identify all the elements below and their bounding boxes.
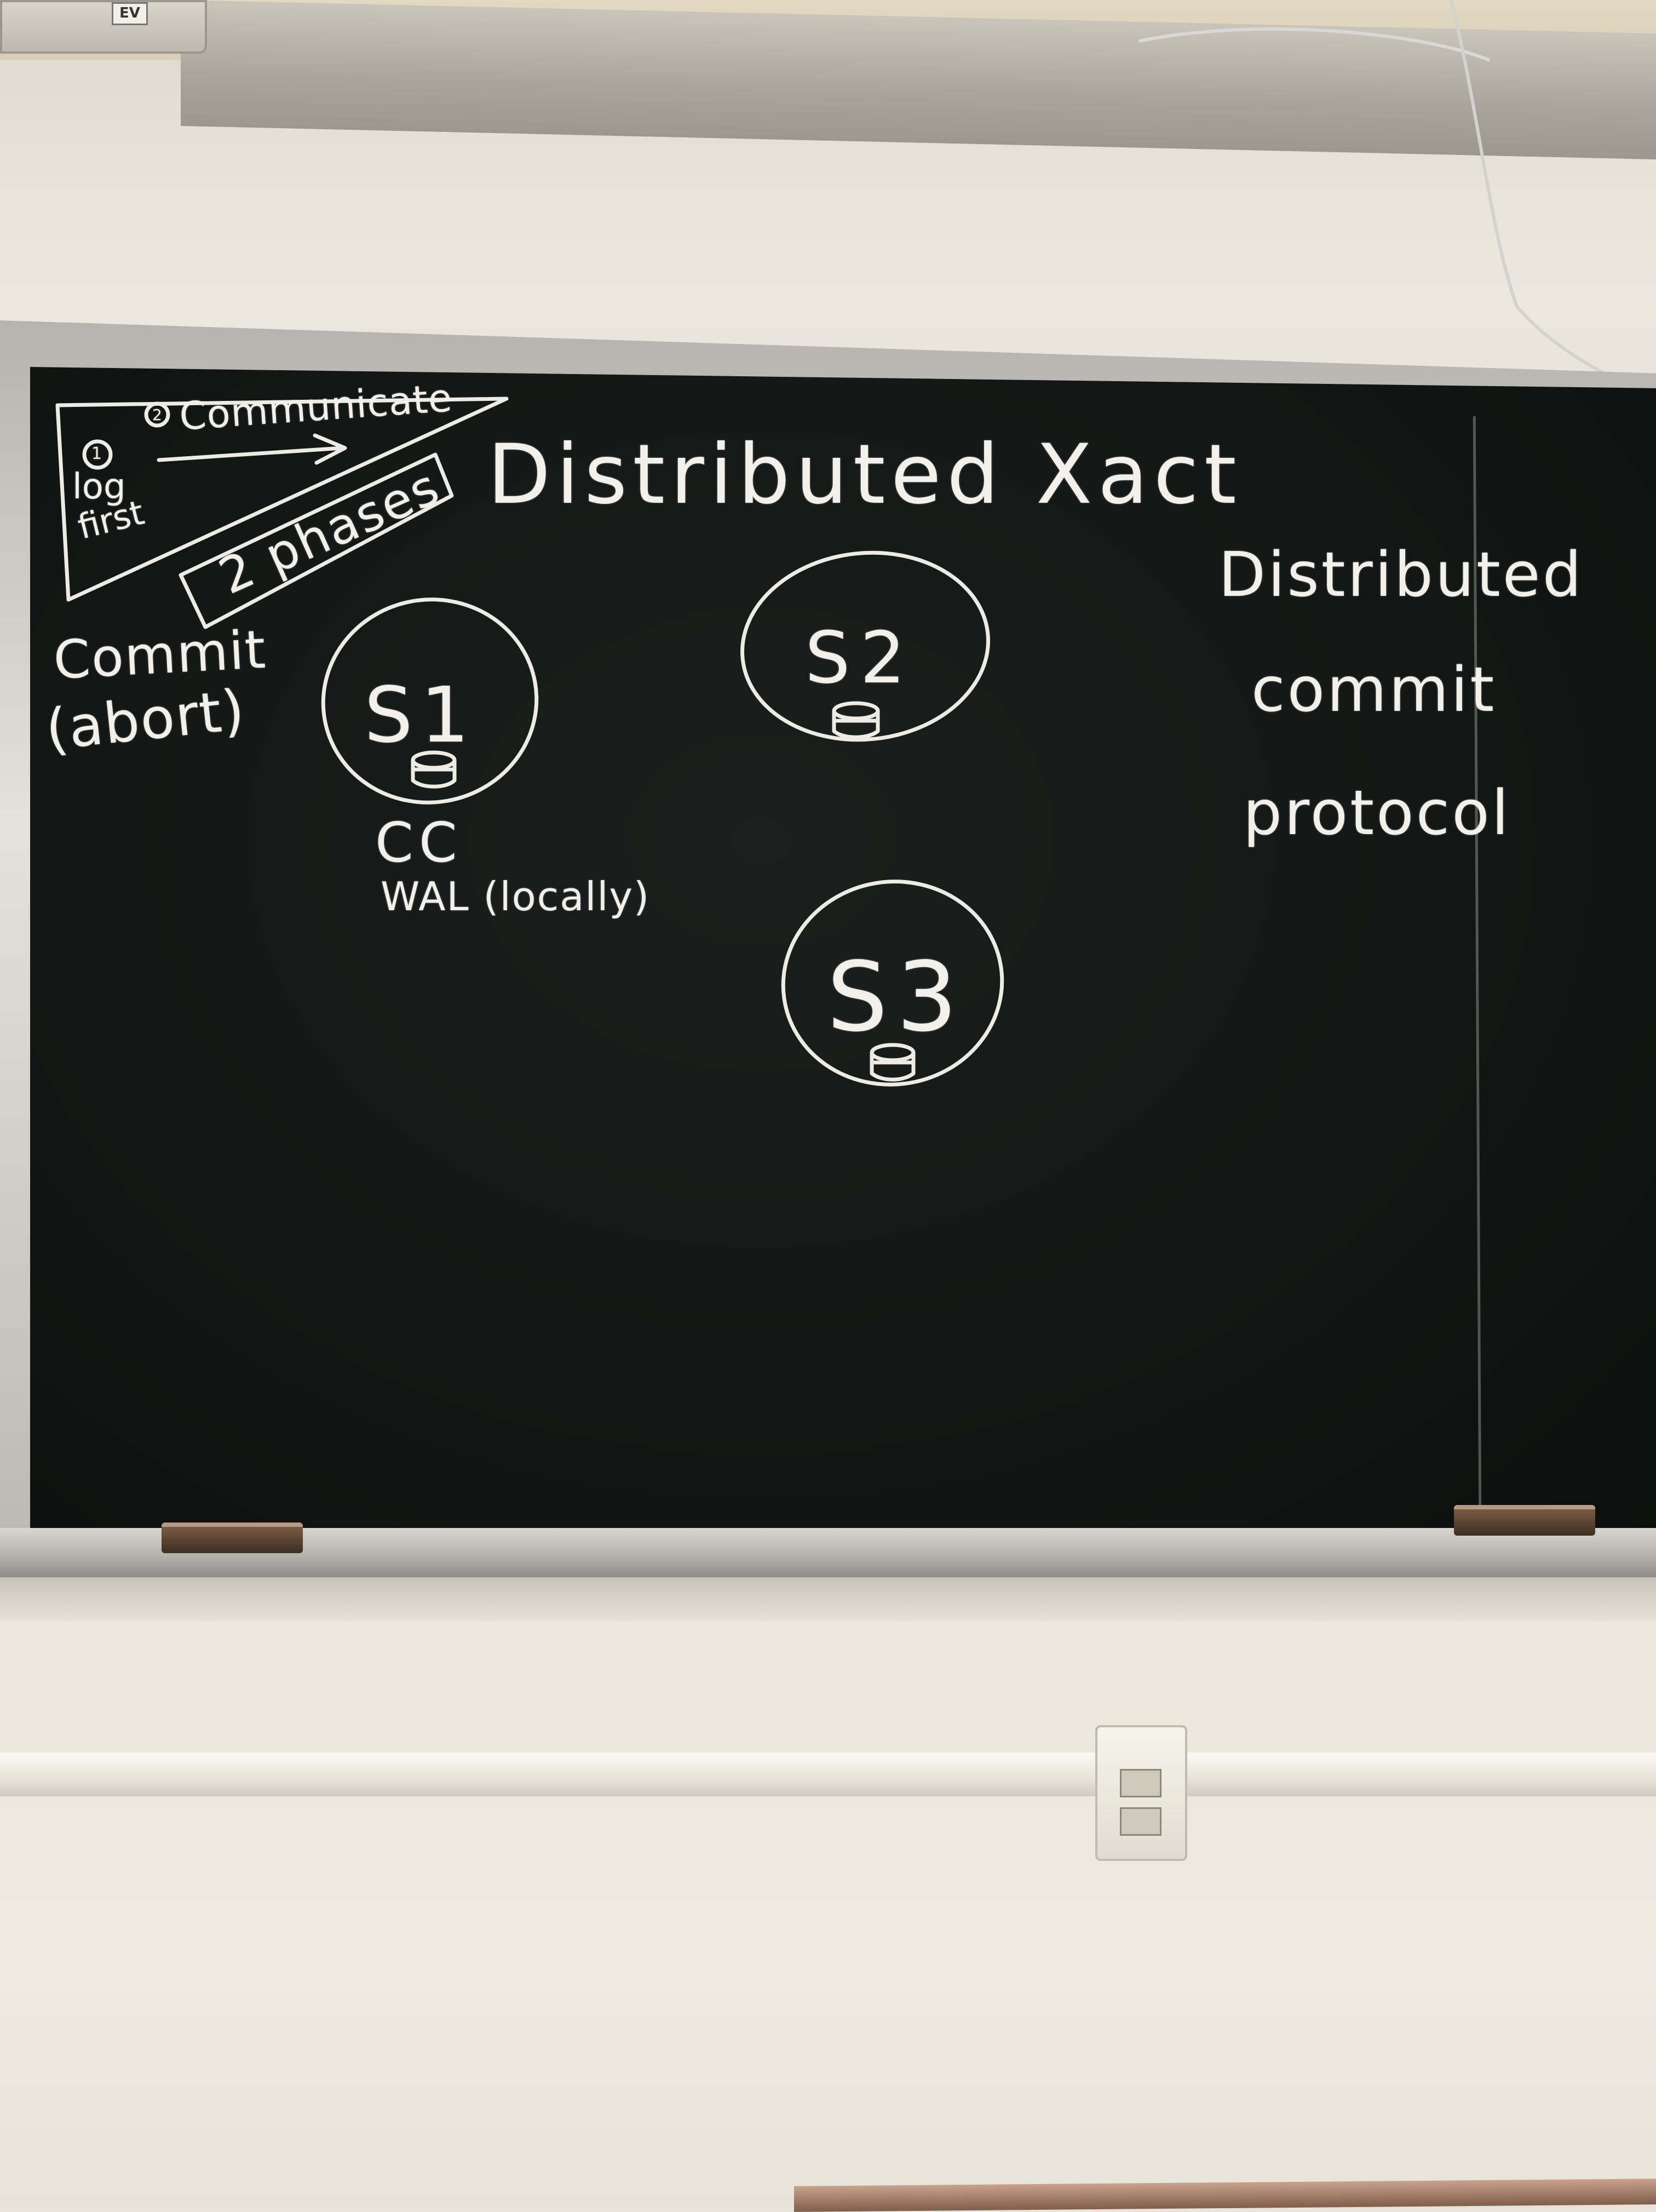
step1-number: 1 — [91, 444, 102, 463]
eraser-left — [162, 1522, 303, 1553]
step1-circle — [82, 439, 113, 470]
network-jack-bottom — [1120, 1807, 1162, 1836]
tray-shadow — [0, 1577, 1656, 1621]
communicate-arrow — [157, 433, 347, 465]
s1-circle — [321, 597, 539, 805]
site-s3-label: S3 — [827, 942, 967, 1053]
site-s2-label: S2 — [805, 616, 916, 699]
s3-disk-icon — [870, 1043, 916, 1082]
s1-disk-icon — [411, 750, 457, 789]
step2-number: 2 — [152, 406, 162, 424]
speaker-logo: EV — [112, 2, 148, 25]
chair-rail — [0, 1753, 1656, 1796]
chalkboard — [30, 367, 1656, 1550]
s1-note-wal: WAL (locally) — [381, 874, 651, 920]
network-jack-top — [1120, 1769, 1162, 1797]
side-note-line-1: Distributed — [1218, 539, 1584, 611]
s1-note-cc: CC — [375, 811, 463, 875]
wall-speaker: EV — [0, 0, 207, 54]
phases-label-box — [179, 452, 454, 629]
lower-wall — [0, 1621, 1656, 2208]
side-note-line-3: protocol — [1243, 778, 1511, 849]
s2-circle — [740, 550, 990, 742]
board-title: Distributed Xact — [487, 427, 1242, 522]
eraser-right — [1454, 1505, 1595, 1536]
side-note-line-2: commit — [1251, 654, 1497, 726]
phase-box-outline — [55, 397, 509, 602]
s2-disk-icon — [832, 701, 880, 739]
step1-line-1: log — [72, 467, 126, 507]
step2-circle — [144, 401, 170, 428]
s3-circle — [781, 880, 1004, 1087]
site-s1-label: S1 — [364, 671, 477, 760]
